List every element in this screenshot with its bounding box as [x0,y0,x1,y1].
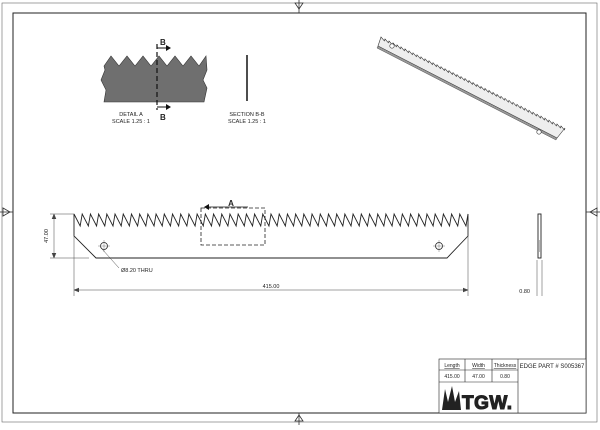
center-mark-bottom [294,413,304,425]
detail-a-callout-arrow [204,204,209,210]
isometric-blade-face [377,36,566,139]
hole-callout: Ø8.20 THRU [121,268,153,274]
thickness-label: Thickness [494,363,517,369]
detail-a-blade [100,55,208,103]
detail-a-view: B B DETAIL A SCALE 1.25 : 1 [100,38,208,125]
thickness-value: 0.80 [500,374,510,380]
logo-mark-icon [442,386,461,410]
isometric-hole-right [536,129,542,135]
side-view [537,213,542,259]
hole-centerlines [98,240,445,252]
width-value: 47.00 [472,374,485,380]
detail-a-marker: A [228,199,234,208]
center-mark-top [294,0,304,13]
title-block [438,358,587,414]
section-label-top: B [160,38,166,47]
detail-a-boundary [200,207,266,246]
length-dimension: 415.00 [263,284,280,290]
isometric-blade-edge [376,45,558,141]
length-value: 415.00 [444,374,460,380]
width-label: Width [472,363,485,369]
front-view-blade [73,212,469,259]
center-mark-left [0,207,13,217]
dimensions [50,213,543,296]
section-arrowhead-bottom [166,104,171,110]
center-mark-right [586,207,600,217]
height-dimension: 47.00 [44,229,50,243]
section-bb-scale: SCALE 1.25 : 1 [228,119,266,125]
section-bb-title: SECTION B-B [229,112,264,118]
detail-a-title: DETAIL A [119,112,143,118]
detail-a-scale: SCALE 1.25 : 1 [112,119,150,125]
front-view: A [73,199,469,259]
isometric-hole-left [389,43,395,49]
tgw-logo: TGW. [442,386,513,415]
section-arrowhead-top [166,45,171,51]
thickness-dimension: 0.80 [519,289,530,295]
part-number: EDGE PART # S005367 [520,364,585,370]
inner-border [12,12,587,414]
length-label: Length [444,363,460,369]
logo-text: TGW. [462,393,513,414]
section-bb-view: SECTION B-B SCALE 1.25 : 1 [228,55,266,125]
isometric-view [376,36,566,141]
side-view-profile [537,213,542,259]
section-label-bottom: B [160,113,166,122]
